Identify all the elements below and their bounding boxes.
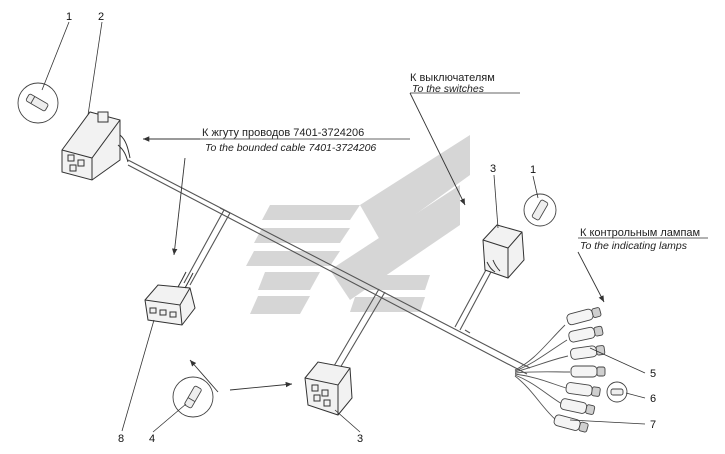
arrow-to-lamps [577,251,605,303]
lamp-socket [560,398,596,415]
callout-number: 7 [650,419,656,431]
connector-block-2 [61,111,131,181]
callout-number: 1 [66,11,72,23]
lamp-socket [566,307,602,326]
callout-number: 8 [118,433,124,445]
callout-number: 1 [530,164,536,176]
callout-number: 3 [490,163,496,175]
watermark-logo [246,135,470,314]
terminal-detail-6 [606,381,628,403]
terminal-detail-1-top [17,82,59,124]
lamp-sockets [553,307,606,433]
arrow-to-switches [409,92,466,206]
lamp-socket [570,345,606,360]
callout-number: 3 [357,433,363,445]
callout-number: 6 [650,393,656,405]
connector-block-8 [144,271,196,326]
label-to-harness-en: To the bounded cable 7401-3724206 [205,142,376,154]
lamp-socket [570,365,606,378]
terminal-detail-4 [172,376,214,418]
label-to-switches-ru: К выключателям [410,72,495,84]
connector-block-3-bottom [304,361,353,416]
label-to-lamps-en: To the indicating lamps [580,240,688,252]
callout-number: 5 [650,368,656,380]
lamp-socket [565,382,601,397]
lamp-socket [553,414,589,433]
callout-number: 4 [149,433,155,445]
label-to-harness-ru: К жгуту проводов 7401-3724206 [202,127,364,139]
annotation-arrows [143,92,605,393]
lamp-fanout-wires [514,324,571,421]
label-to-switches-en: To the switches [412,83,485,95]
arrow-to-harness-down [172,157,186,256]
connector-block-3-top [482,224,525,279]
label-to-lamps-ru: К контрольным лампам [580,227,700,239]
leader-lines [41,21,708,433]
lamp-socket [568,325,604,343]
harness-trunk [127,159,531,375]
callout-number: 2 [98,11,104,23]
arrow-4-to-3 [229,381,293,391]
terminal-detail-1-right [523,193,557,227]
arrow-4-to-8 [189,359,219,393]
